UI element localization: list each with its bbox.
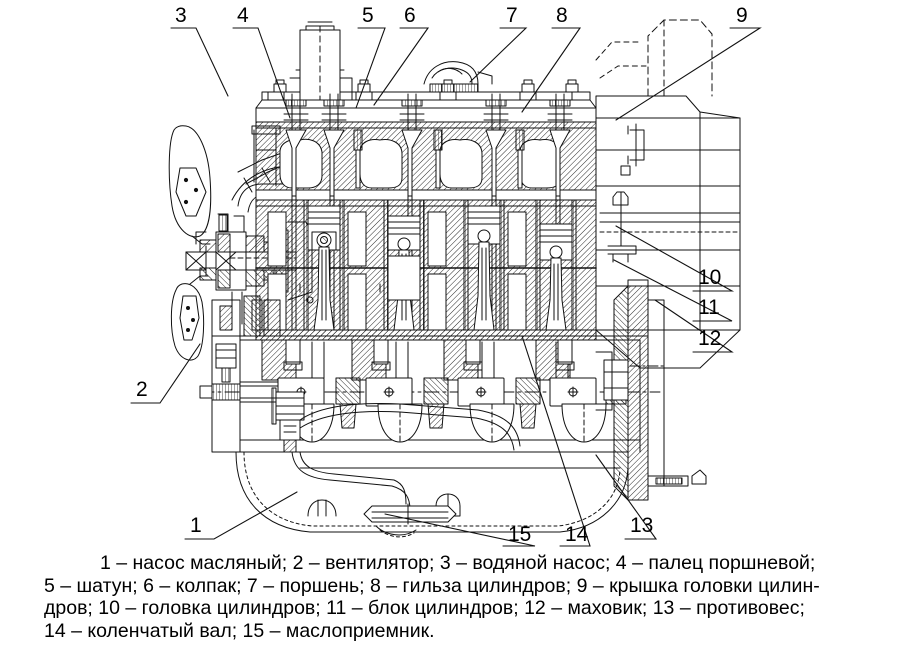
callout-12: 12: [698, 327, 722, 350]
front-cover: [211, 295, 281, 453]
callout-3: 3: [175, 4, 187, 27]
injectors: [353, 129, 525, 189]
callout-7: 7: [506, 4, 518, 27]
valve-cover: [255, 61, 597, 129]
caption-line-4: 14 – коленчатый вал; 15 – маслоприемник.: [44, 619, 435, 642]
callout-9: 9: [736, 4, 748, 27]
cylinder-liners-and-pistons: [303, 199, 577, 331]
block-bottom-rail: [255, 329, 597, 371]
callout-6: 6: [404, 4, 416, 27]
callout-5: 5: [362, 4, 374, 27]
callout-1: 1: [190, 514, 202, 537]
callout-8: 8: [556, 4, 568, 27]
caption-line-3: дров; 10 – головка цилиндров; 11 – блок …: [44, 597, 805, 619]
callout-10: 10: [698, 266, 722, 289]
bell-housing-outline: [595, 19, 741, 369]
caption-line-2: 5 – шатун; 6 – колпак; 7 – поршень; 8 – …: [44, 574, 820, 597]
cap-duct: [289, 21, 353, 101]
callout-14: 14: [565, 523, 589, 546]
callout-11: 11: [698, 296, 720, 319]
figure-caption: 1 – насос масляный; 2 – вентилятор; 3 – …: [0, 552, 911, 642]
oil-pan: [235, 451, 629, 538]
callout-15: 15: [508, 523, 532, 546]
callout-13: 13: [630, 514, 654, 537]
oil-pump-and-pickup: [271, 387, 521, 525]
flywheel: [595, 279, 707, 501]
leader-lines: [130, 27, 762, 547]
crankshaft: [199, 377, 627, 443]
callout-2: 2: [136, 378, 148, 401]
callout-4: 4: [237, 4, 249, 27]
counterweight: [289, 403, 607, 443]
engine-cutaway-diagram: [130, 19, 762, 547]
caption-line-1: 1 – насос масляный; 2 – вентилятор; 3 – …: [100, 552, 816, 574]
cylinder-head: [255, 127, 597, 201]
